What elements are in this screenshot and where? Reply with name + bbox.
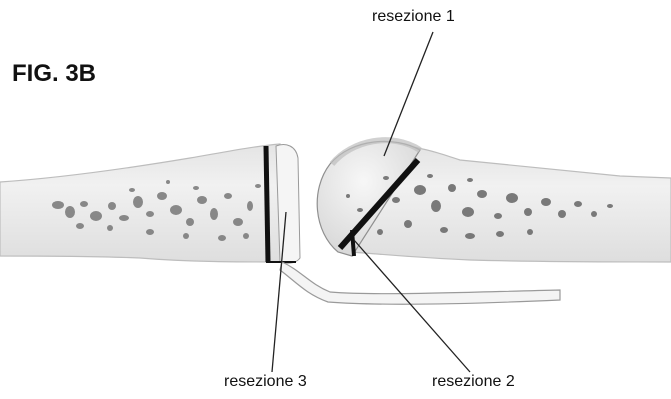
leader-resection-1 (384, 32, 433, 156)
figure-label: FIG. 3B (12, 60, 96, 88)
leader-resection-2 (354, 240, 470, 372)
callout-resection-2: resezione 2 (432, 373, 515, 391)
tendon (280, 262, 560, 304)
callout-resection-3: resezione 3 (224, 373, 307, 391)
callout-resection-1: resezione 1 (372, 8, 455, 26)
right-bone (317, 140, 671, 262)
left-bone (0, 144, 300, 263)
